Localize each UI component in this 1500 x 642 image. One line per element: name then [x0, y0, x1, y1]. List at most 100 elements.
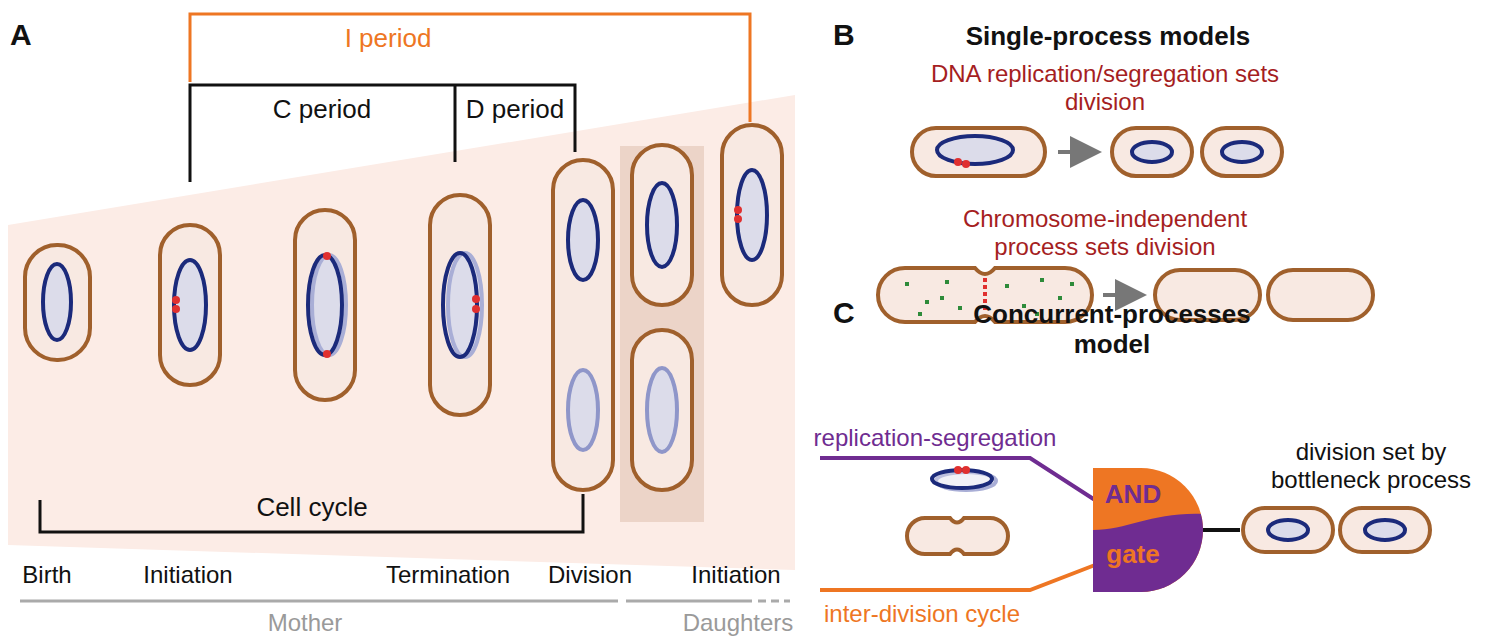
chromosomes-part [647, 183, 677, 267]
gate-inputs-part [820, 458, 1095, 500]
model-b2-cells-part [1070, 282, 1074, 286]
timeline-axis [20, 600, 790, 603]
model-b2-cells-part [945, 280, 949, 284]
model-b2-cells-part [1040, 278, 1044, 282]
bacterial-cells-part [722, 125, 782, 305]
output-cells-part [1340, 508, 1430, 552]
period-brackets-part [40, 494, 583, 532]
figure-label: C period [257, 95, 387, 125]
bacterial-cells-part [295, 210, 355, 400]
output-cells-part [1365, 520, 1405, 540]
timeline-axis-part [758, 600, 790, 603]
input-icons-part [907, 518, 1008, 554]
replication-origins-part [172, 305, 180, 313]
replication-origins-part [472, 295, 480, 303]
chromosomes-part [174, 260, 206, 350]
timeline-fan [8, 95, 795, 570]
chromosomes-part [647, 368, 677, 452]
model-b2-cells-part [1005, 284, 1009, 288]
bacterial-cells-part [553, 160, 613, 490]
replication-origins-part [172, 296, 180, 304]
figure-label: Cell cycle [232, 493, 392, 523]
gate-inputs-part [820, 565, 1095, 590]
model-b1-cells-part [1132, 142, 1172, 162]
and-gate: AND gate [1093, 468, 1203, 592]
chromosomes-part [43, 264, 71, 340]
model-b1-cells-part [912, 128, 1045, 176]
figure-label: Birth [7, 561, 87, 589]
model-b1-cells-part [1112, 128, 1192, 176]
timeline-fan-part [620, 146, 704, 522]
input-icons [907, 466, 1008, 554]
output-cells-part [1243, 508, 1333, 552]
figure-label: Mother [245, 609, 365, 637]
replication-origins [172, 206, 742, 358]
input-icons-part [932, 470, 992, 488]
gate-inputs-part [1203, 528, 1240, 532]
timeline-axis-part [20, 600, 618, 603]
panel-letter: A [10, 18, 50, 53]
chromosomes [43, 170, 767, 452]
chromosomes-part [737, 170, 767, 260]
chromosomes-part [308, 255, 342, 355]
figure-label: Initiation [128, 561, 248, 589]
bacterial-cells-part [430, 195, 490, 415]
gate-lower [1093, 514, 1203, 592]
model-b2-cells-part [940, 296, 944, 300]
output-cells-part [1268, 520, 1308, 540]
timeline-fan-part [8, 95, 795, 570]
bacterial-cells-part [25, 245, 90, 360]
figure-label: replication-segregation [795, 424, 1075, 452]
chromosomes-part [568, 200, 598, 280]
bacterial-cells-part [160, 225, 220, 385]
model-b2-cells-part [905, 282, 909, 286]
timeline-axis-part [626, 600, 752, 603]
replication-origins-part [734, 215, 742, 223]
replication-origins-part [323, 252, 331, 260]
model-b1-cells [912, 128, 1282, 176]
model-b2-cells-part [918, 312, 922, 316]
figure-label: division set by bottleneck process [1246, 438, 1496, 493]
figure-label: Single-process models [948, 22, 1268, 52]
period-brackets-part [454, 85, 457, 162]
input-icons-part [962, 466, 970, 474]
figure-label: inter-division cycle [802, 600, 1042, 628]
replication-origins-part [472, 305, 480, 313]
gate-upper [1093, 468, 1203, 592]
figure-label: Daughters [673, 609, 803, 637]
gate-text: AND [1093, 480, 1173, 509]
model-b1-cells-part [1222, 142, 1262, 162]
figure-label: Initiation [676, 561, 796, 589]
input-icons-part [954, 466, 962, 474]
figure-label: DNA replication/segregation sets divisio… [915, 60, 1295, 115]
figure-label: Division [535, 561, 645, 589]
model-b1-cells-part [962, 160, 970, 168]
bacterial-cells [25, 125, 782, 490]
model-b2-cells-part [958, 306, 962, 310]
replication-origins-part [323, 350, 331, 358]
figure-label: Chromosome-independent process sets divi… [935, 205, 1275, 260]
figure-label: D period [456, 95, 574, 125]
panel-letter: B [833, 18, 873, 53]
model-b1-cells-part [954, 158, 962, 166]
figure-label: Termination [373, 561, 523, 589]
bacterial-cells-part [632, 145, 692, 305]
model-b1-cells-part [1058, 150, 1094, 154]
bacterial-cells-part [632, 330, 692, 490]
gate-text: gate [1093, 540, 1173, 569]
output-cells [1243, 508, 1430, 552]
model-b2-cells-part [1268, 270, 1373, 320]
figure-label: Concurrent-processes model [932, 300, 1292, 360]
figure-label: I period [308, 24, 468, 54]
period-brackets [40, 14, 750, 532]
model-b1-cells-part [1202, 128, 1282, 176]
model-b2-cells-part [1103, 293, 1139, 297]
model-b2-cells-part [925, 300, 929, 304]
panel-letter: C [833, 296, 873, 331]
replication-origins-part [734, 206, 742, 214]
chromosomes-part [568, 370, 598, 450]
model-b1-cells-part [937, 136, 1013, 164]
period-brackets-part [190, 85, 575, 182]
